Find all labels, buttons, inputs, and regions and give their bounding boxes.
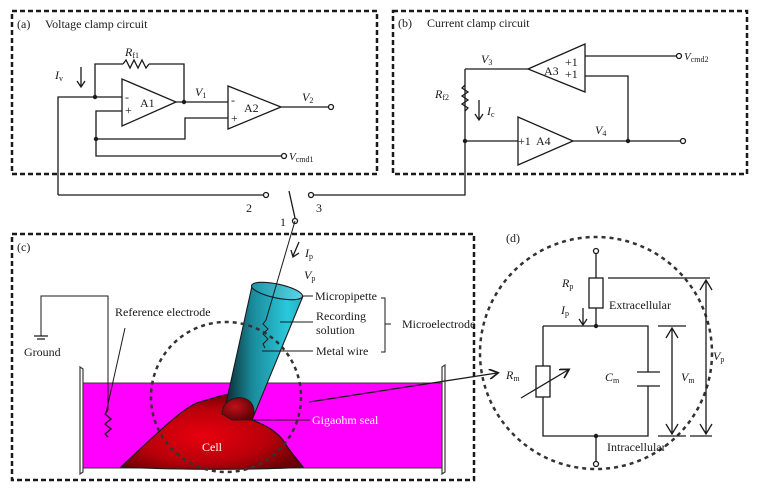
panel-d-frame — [478, 235, 714, 471]
panel-d-tag: (d) — [506, 231, 520, 245]
cell-label: Cell — [202, 440, 223, 454]
resistor-rf2 — [460, 84, 470, 112]
label-vp: Vp — [713, 349, 724, 364]
metal-wire — [262, 220, 296, 349]
recording-solution-label-2: solution — [316, 323, 355, 337]
terminal-bottom[interactable] — [592, 460, 600, 468]
terminal-vcmd2[interactable] — [675, 52, 683, 60]
panel-a-title: Voltage clamp circuit — [45, 17, 148, 31]
micropipette-label: Micropipette — [315, 289, 377, 303]
label-rp: Rp — [561, 276, 573, 291]
panel-experiment: (c) Ground Reference electrode Cell Ip V… — [10, 220, 497, 482]
intracellular-label: Intracellular — [607, 440, 666, 454]
label-rf2: Rf2 — [434, 87, 449, 102]
capacitor-cm — [637, 371, 660, 387]
label-ip-pipette: Ip — [304, 246, 313, 261]
a3-gain-2: +1 — [565, 67, 578, 81]
switch-label-3: 3 — [316, 201, 322, 215]
panel-b-title: Current clamp circuit — [427, 16, 530, 30]
label-vp-pipette: Vp — [304, 268, 315, 283]
variable-arrow-icon — [520, 370, 568, 399]
label-v3: V3 — [481, 52, 492, 67]
a2-minus: - — [231, 93, 235, 107]
microelectrode-bracket — [381, 297, 391, 353]
label-ip: Ip — [560, 303, 569, 318]
micropipette-opening — [250, 281, 304, 301]
ground-wire — [40, 295, 109, 410]
panel-c-tag: (c) — [17, 240, 30, 254]
microelectrode-label: Microelectrode — [402, 317, 475, 331]
label-vcmd1: Vcmd1 — [289, 151, 314, 164]
label-v4: V4 — [595, 123, 606, 138]
label-ic: Ic — [486, 104, 495, 119]
metal-wire-label: Metal wire — [316, 344, 368, 358]
opamp-a3 — [526, 43, 586, 93]
label-v2: V2 — [302, 90, 313, 105]
label-vm: Vm — [681, 370, 695, 385]
opamp-a2 — [227, 85, 283, 130]
label-v1: V1 — [195, 85, 206, 100]
current-arrow-iv-icon — [76, 67, 86, 89]
label-iv: Iv — [54, 68, 63, 83]
label-cm: Cm — [605, 370, 620, 385]
panel-current-clamp: (b) Current clamp circuit V3 Rf2 Ic A3 +… — [313, 9, 749, 196]
a4-label: A4 — [536, 134, 551, 148]
terminal-vcmd1[interactable] — [280, 152, 288, 160]
vp-dimension-arrow — [699, 278, 713, 436]
a4-gain: +1 — [518, 134, 531, 148]
gigaohm-seal — [221, 397, 255, 421]
opamp-a1 — [121, 78, 178, 128]
switch-label-2: 2 — [246, 201, 252, 215]
bath-wall-left — [79, 365, 84, 476]
label-rm: Rm — [505, 368, 520, 383]
a2-plus: + — [231, 111, 238, 125]
terminal-v2[interactable] — [327, 103, 335, 111]
reference-electrode — [103, 409, 113, 438]
gigaohm-seal-label: Gigaohm seal — [312, 413, 379, 427]
resistor-rm — [535, 365, 551, 398]
terminal-v4[interactable] — [679, 137, 687, 145]
switch-lever[interactable] — [288, 190, 296, 219]
a3-gain-1: +1 — [565, 55, 578, 69]
a1-minus: - — [125, 90, 129, 104]
zoom-pointer-arrow — [308, 373, 497, 403]
switch-terminal-3[interactable] — [307, 191, 315, 199]
panel-b-frame — [391, 9, 749, 176]
panel-voltage-clamp: (a) Voltage clamp circuit Rf1 Iv - + A1 … — [10, 9, 379, 195]
recording-solution-label-1: Recording — [316, 309, 366, 323]
a1-plus: + — [125, 103, 132, 117]
resistor-rf1 — [122, 58, 150, 70]
panel-c-frame — [10, 232, 476, 482]
switch-label-1: 1 — [280, 215, 286, 229]
label-vcmd2: Vcmd2 — [684, 51, 709, 64]
mode-switch[interactable]: 2 3 1 — [58, 190, 322, 229]
ground-label: Ground — [24, 345, 61, 359]
zoom-region-circle — [149, 320, 303, 474]
switch-terminal-2[interactable] — [262, 191, 270, 199]
ground-icon — [34, 335, 48, 340]
extracellular-label: Extracellular — [609, 298, 671, 312]
reference-electrode-label: Reference electrode — [115, 305, 211, 319]
panel-b-tag: (b) — [398, 16, 412, 30]
a1-label: A1 — [140, 96, 155, 110]
panel-a-tag: (a) — [17, 17, 30, 31]
current-arrow-ip-icon — [290, 241, 300, 259]
bath-wall-right — [441, 363, 446, 476]
a3-label: A3 — [544, 64, 559, 78]
resistor-rp — [588, 277, 604, 309]
opamp-a4 — [517, 116, 575, 166]
terminal-top[interactable] — [592, 247, 600, 255]
label-rf1: Rf1 — [124, 45, 139, 60]
panel-equivalent-circuit: (d) Rp Ip Extracellular Rm Cm Intracellu… — [478, 231, 724, 471]
a2-label: A2 — [244, 101, 259, 115]
current-arrow-ip-icon — [578, 308, 588, 327]
vm-dimension-arrow — [665, 326, 679, 436]
current-arrow-ic-icon — [474, 100, 484, 122]
